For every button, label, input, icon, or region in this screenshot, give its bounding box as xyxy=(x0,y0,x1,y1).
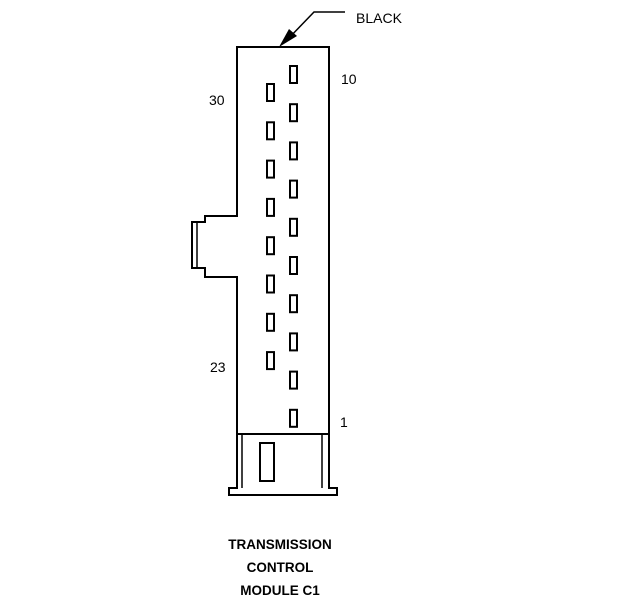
pin-cavity-left-7 xyxy=(266,312,275,332)
color-label-leader xyxy=(286,11,345,41)
pin-cavity-right-10 xyxy=(289,408,298,428)
pin-cavity-right-5 xyxy=(289,217,298,237)
pin-label-23: 23 xyxy=(210,359,226,375)
pin-label-10: 10 xyxy=(341,71,357,87)
connector-key-slot xyxy=(259,442,275,482)
pin-label-1: 1 xyxy=(340,414,348,430)
diagram-caption: TRANSMISSION CONTROL MODULE C1 xyxy=(180,533,380,602)
pin-cavity-right-8 xyxy=(289,332,298,352)
pin-cavity-left-1 xyxy=(266,83,275,102)
pin-label-30: 30 xyxy=(209,92,225,108)
pin-cavity-right-2 xyxy=(289,103,298,123)
pin-cavity-right-6 xyxy=(289,256,298,275)
connector-base xyxy=(228,434,338,496)
pin-cavity-right-9 xyxy=(289,370,298,390)
caption-line-2: CONTROL xyxy=(246,560,314,575)
pin-cavity-right-3 xyxy=(289,141,298,161)
pin-column-left xyxy=(266,83,275,371)
pin-cavity-left-4 xyxy=(266,197,275,217)
pin-cavity-left-6 xyxy=(266,274,275,294)
pin-column-right xyxy=(289,65,298,428)
pin-cavity-left-8 xyxy=(266,351,275,371)
pin-cavity-right-7 xyxy=(289,294,298,314)
pin-cavity-left-3 xyxy=(266,159,275,179)
caption-line-1: TRANSMISSION xyxy=(228,537,332,552)
pin-cavity-right-1 xyxy=(289,65,298,84)
pin-cavity-left-2 xyxy=(266,121,275,141)
leader-arrowhead xyxy=(279,29,297,47)
pin-cavity-right-4 xyxy=(289,179,298,199)
connector-color-label: BLACK xyxy=(356,10,402,26)
pin-cavity-left-5 xyxy=(266,236,275,256)
caption-line-3: MODULE C1 xyxy=(240,583,320,598)
